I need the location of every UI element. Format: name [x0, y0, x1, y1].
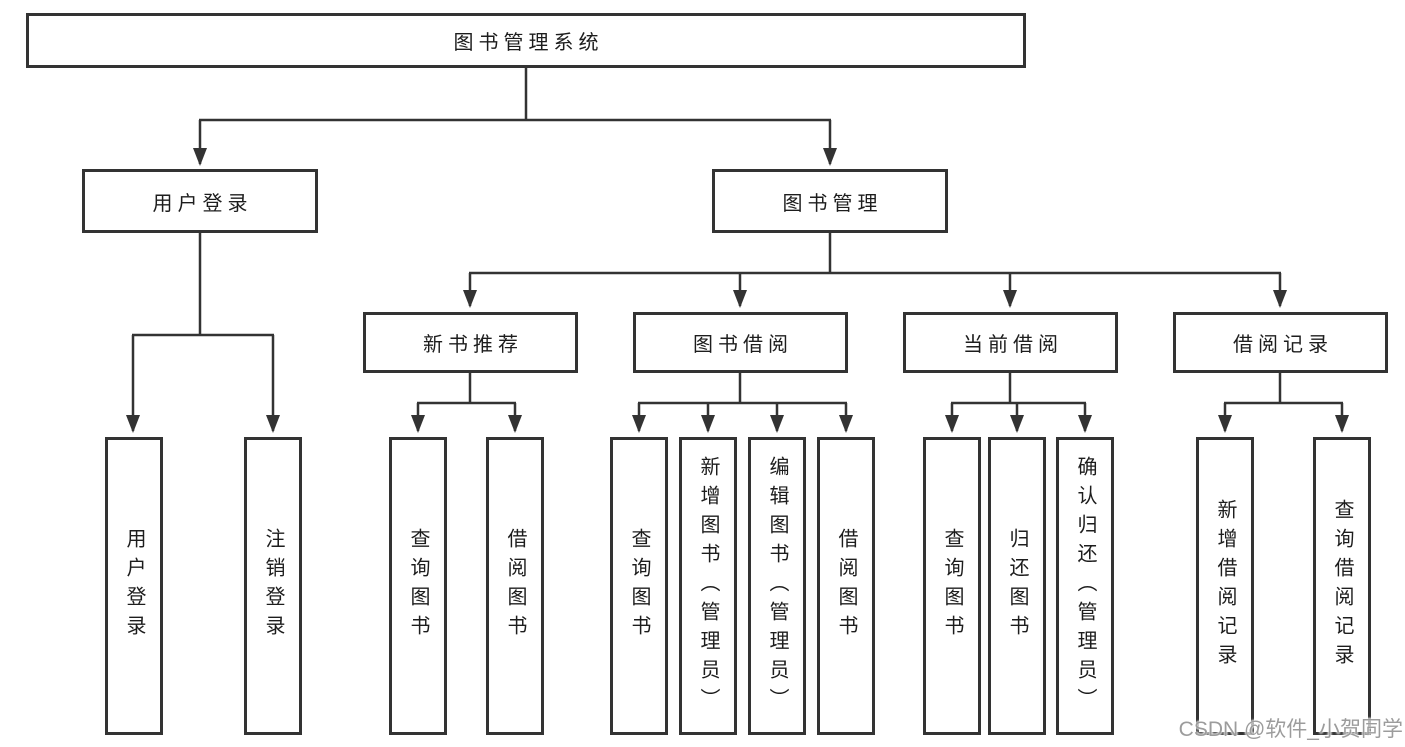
leaf-query-borrow-record-label: 查询借阅记录	[1331, 499, 1353, 673]
node-book-borrow-label: 图书借阅	[693, 334, 793, 356]
node-book-management-label: 图书管理	[782, 192, 883, 215]
node-book-borrow: 图书借阅	[633, 312, 848, 373]
leaf-borrow-books-recommend: 借阅图书	[486, 437, 544, 735]
node-root-label: 图书管理系统	[453, 32, 604, 54]
leaf-add-book-admin-label: 新增图书（管理员）	[697, 455, 719, 717]
leaf-query-books-borrow-label: 查询图书	[628, 528, 650, 644]
leaf-query-books-borrow: 查询图书	[610, 437, 668, 735]
leaf-user-login-label: 用户登录	[123, 528, 145, 644]
leaf-edit-book-admin-label: 编辑图书（管理员）	[766, 455, 788, 717]
leaf-logout: 注销登录	[244, 437, 302, 735]
node-user-login-label: 用户登录	[152, 192, 253, 215]
leaf-query-books-recommend-label: 查询图书	[407, 528, 429, 644]
leaf-confirm-return-admin-label: 确认归还（管理员）	[1074, 455, 1096, 717]
leaf-user-login: 用户登录	[105, 437, 163, 735]
node-book-management: 图书管理	[712, 169, 948, 233]
leaf-add-borrow-record-label: 新增借阅记录	[1214, 499, 1236, 673]
leaf-logout-label: 注销登录	[262, 528, 284, 644]
node-borrow-records: 借阅记录	[1173, 312, 1388, 373]
leaf-borrow-books: 借阅图书	[817, 437, 875, 735]
leaf-borrow-books-label: 借阅图书	[835, 528, 857, 644]
leaf-query-books-recommend: 查询图书	[389, 437, 447, 735]
leaf-add-book-admin: 新增图书（管理员）	[679, 437, 737, 735]
leaf-edit-book-admin: 编辑图书（管理员）	[748, 437, 806, 735]
leaf-return-book-label: 归还图书	[1006, 528, 1028, 644]
leaf-borrow-books-recommend-label: 借阅图书	[504, 528, 526, 644]
node-root: 图书管理系统	[26, 13, 1026, 68]
leaf-query-books-current: 查询图书	[923, 437, 981, 735]
node-user-login: 用户登录	[82, 169, 318, 233]
node-current-borrow: 当前借阅	[903, 312, 1118, 373]
leaf-query-borrow-record: 查询借阅记录	[1313, 437, 1371, 735]
node-new-book-recommend-label: 新书推荐	[423, 334, 523, 356]
leaf-confirm-return-admin: 确认归还（管理员）	[1056, 437, 1114, 735]
node-new-book-recommend: 新书推荐	[363, 312, 578, 373]
node-current-borrow-label: 当前借阅	[963, 334, 1063, 356]
leaf-query-books-current-label: 查询图书	[941, 528, 963, 644]
node-borrow-records-label: 借阅记录	[1233, 334, 1333, 356]
leaf-add-borrow-record: 新增借阅记录	[1196, 437, 1254, 735]
leaf-return-book: 归还图书	[988, 437, 1046, 735]
